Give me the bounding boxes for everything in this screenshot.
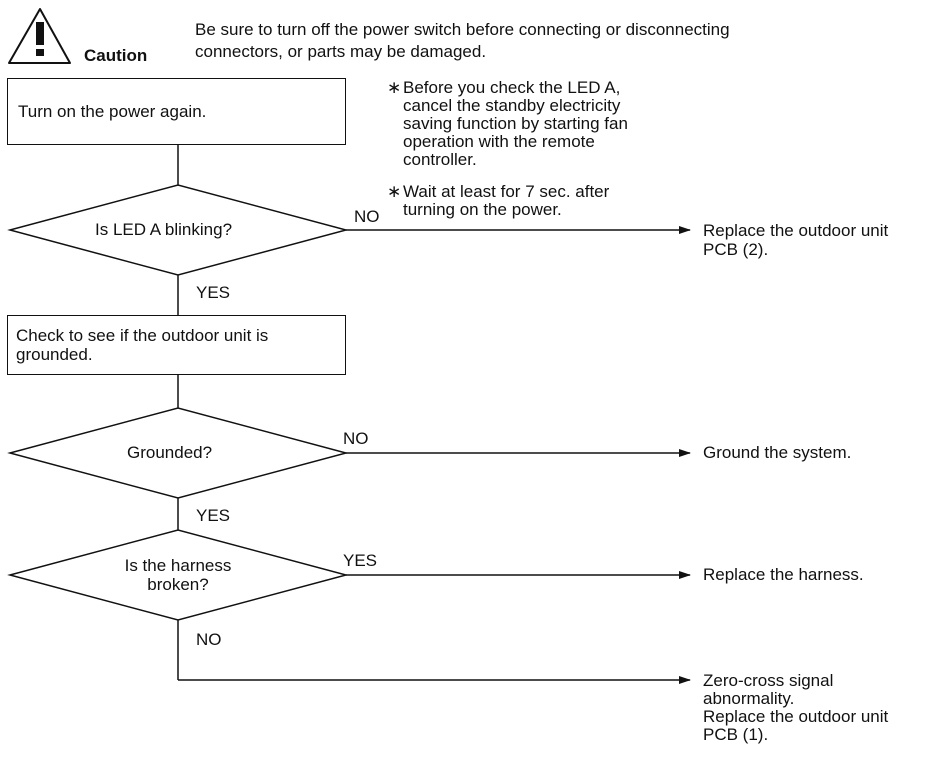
- note2-line1: Wait at least for 7 sec. after: [403, 182, 610, 201]
- branch-label-harness-no: NO: [196, 630, 222, 649]
- outcome-zero-cross-line3: Replace the outdoor unit: [703, 707, 889, 726]
- step-turn-on-power-text: Turn on the power again.: [18, 102, 207, 121]
- decision-harness-line2: broken?: [147, 575, 209, 594]
- decision-led-blinking-text: Is LED A blinking?: [95, 220, 233, 239]
- note1-bullet: ∗: [387, 78, 402, 97]
- decision-harness-line1: Is the harness: [124, 556, 232, 575]
- branch-label-led-yes: YES: [196, 283, 231, 302]
- outcome-ground-system: Ground the system.: [703, 443, 852, 462]
- outcome-replace-pcb2-line2: PCB (2).: [703, 240, 769, 259]
- note1-line2: cancel the standby electricity: [403, 96, 621, 115]
- decision-harness-broken: [7, 529, 349, 621]
- step-check-grounded-line1: Check to see if the outdoor unit is: [16, 326, 269, 345]
- caution-text-line2: connectors, or parts may be damaged.: [195, 42, 487, 61]
- branch-label-led-no: NO: [354, 207, 380, 226]
- step-turn-on-power-box: Turn on the power again.: [7, 78, 346, 145]
- outcome-zero-cross-line2: abnormality.: [703, 689, 795, 708]
- note1-line5: controller.: [403, 150, 477, 169]
- decision-led-blinking: [7, 184, 349, 276]
- step-check-grounded-box: Check to see if the outdoor unit is grou…: [7, 315, 346, 375]
- outcome-zero-cross-line4: PCB (1).: [703, 725, 769, 744]
- note2-bullet: ∗: [387, 182, 402, 201]
- note2-line2: turning on the power.: [403, 200, 562, 219]
- note1-line1: Before you check the LED A,: [403, 78, 621, 97]
- step-check-grounded-line2: grounded.: [16, 345, 93, 364]
- note1-line3: saving function by starting fan: [403, 114, 628, 133]
- branch-label-grounded-no: NO: [343, 429, 369, 448]
- warning-triangle-icon: [8, 8, 71, 64]
- outcome-replace-harness: Replace the harness.: [703, 565, 864, 584]
- outcome-zero-cross-line1: Zero-cross signal: [703, 671, 834, 690]
- caution-label: Caution: [84, 46, 148, 65]
- branch-label-grounded-yes: YES: [196, 506, 231, 525]
- caution-text-line1: Be sure to turn off the power switch bef…: [195, 20, 730, 39]
- decision-grounded: [7, 407, 349, 499]
- note1-line4: operation with the remote: [403, 132, 595, 151]
- decision-grounded-text: Grounded?: [127, 443, 213, 462]
- outcome-replace-pcb2-line1: Replace the outdoor unit: [703, 221, 889, 240]
- branch-label-harness-yes: YES: [343, 551, 378, 570]
